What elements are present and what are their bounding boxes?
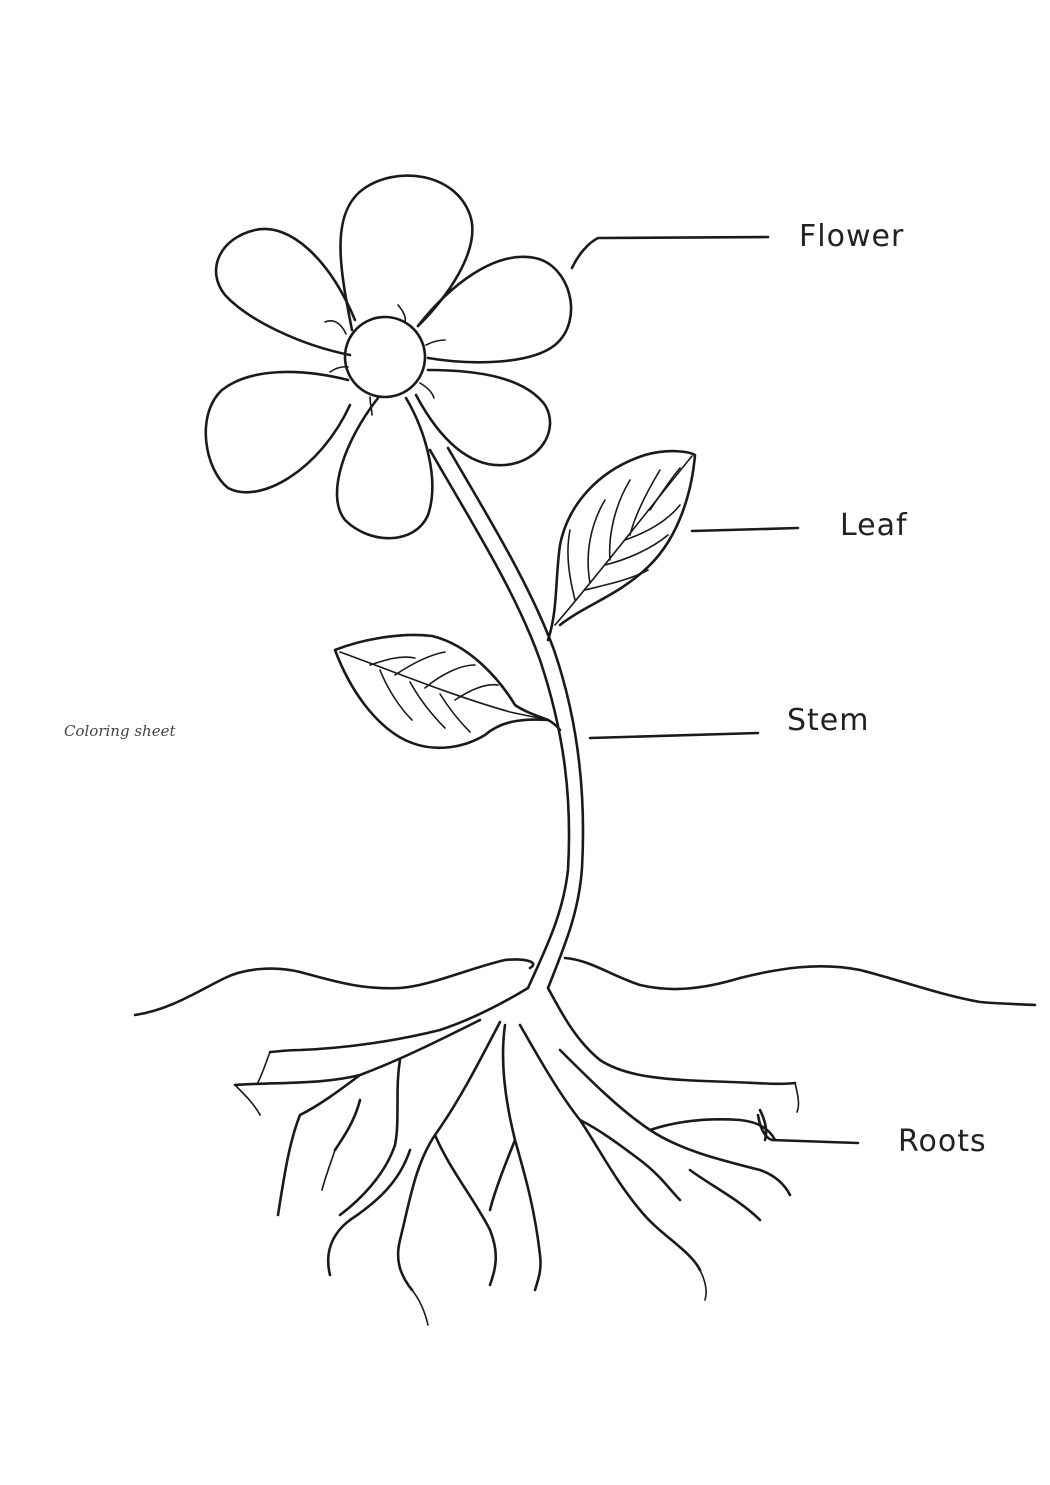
root-right-branch bbox=[558, 1048, 792, 1222]
lower-leaf-stalk bbox=[546, 718, 562, 732]
caption-text: Coloring sheet bbox=[64, 722, 176, 740]
roots-leader bbox=[756, 1113, 860, 1145]
stem-leader bbox=[588, 731, 760, 740]
lower-leaf-outline bbox=[333, 633, 550, 750]
upper-leaf bbox=[546, 449, 697, 642]
ground-line bbox=[133, 956, 1037, 1017]
upper-leaf-outline bbox=[546, 449, 697, 642]
flower-center bbox=[343, 315, 427, 399]
stem-left-edge bbox=[428, 448, 571, 990]
upper-leaf-veins bbox=[567, 467, 681, 601]
lower-leaf-midrib bbox=[339, 651, 549, 721]
root-center-left bbox=[326, 1020, 502, 1292]
stem-label: Stem bbox=[787, 703, 870, 738]
root-main-right bbox=[546, 986, 797, 1086]
stem-right-edge bbox=[446, 446, 585, 990]
root-fine-hairs bbox=[234, 1051, 800, 1326]
petal-bottom bbox=[335, 396, 434, 540]
flower-leader bbox=[570, 235, 770, 270]
root-main-left bbox=[268, 986, 530, 1054]
petal-top bbox=[339, 174, 474, 332]
root-left-branch bbox=[233, 1018, 482, 1217]
petal-upper-left bbox=[214, 227, 357, 357]
lower-leaf-veins bbox=[369, 651, 499, 733]
flower-label: Flower bbox=[799, 219, 905, 254]
root-center bbox=[488, 1023, 542, 1292]
leader-lines bbox=[570, 235, 860, 1145]
petal-lower-right bbox=[414, 368, 552, 467]
upper-leaf-midrib bbox=[554, 455, 693, 626]
root-center-right bbox=[518, 1023, 702, 1272]
flower-head bbox=[204, 174, 573, 540]
roots-label: Roots bbox=[898, 1124, 987, 1159]
petal-upper-right bbox=[416, 255, 573, 364]
leaf-leader bbox=[690, 526, 800, 533]
petal-lower-left bbox=[204, 370, 352, 494]
lower-leaf bbox=[333, 633, 562, 750]
roots bbox=[233, 986, 800, 1326]
leaf-label: Leaf bbox=[840, 508, 908, 543]
stem bbox=[428, 446, 585, 990]
center-marks bbox=[324, 304, 446, 416]
